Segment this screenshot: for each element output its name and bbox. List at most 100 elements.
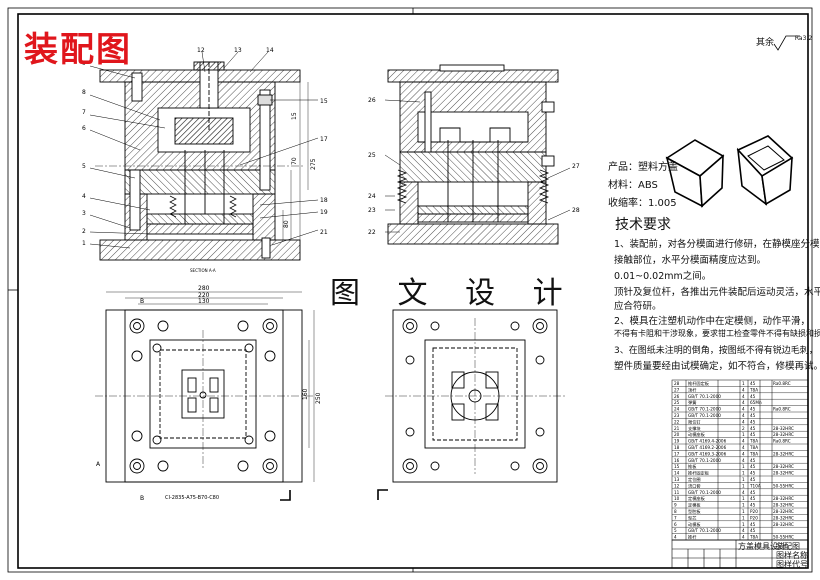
bom-qty: 1 bbox=[742, 509, 745, 514]
bom-material: T8A bbox=[749, 451, 758, 456]
bom-name: 动模座板 bbox=[688, 431, 706, 438]
plate-spec: CI-2835-A75-B70-C80 bbox=[165, 495, 219, 501]
tech-req-line-2: 接触部位，水平分模面精度应达到。 bbox=[614, 255, 767, 266]
bom-name: 定位圈 bbox=[688, 476, 701, 483]
balloon-17: 17 bbox=[320, 136, 328, 143]
bom-material: P20 bbox=[750, 515, 758, 520]
bom-no: 7 bbox=[674, 515, 677, 520]
bom-material: 45 bbox=[750, 471, 756, 476]
bom-name: 定模板 bbox=[688, 502, 701, 509]
bom-note: Ra0.8RC bbox=[773, 407, 791, 412]
tech-req-line-7: 不得有卡阻和干涉现象，要求钳工检查零件不得有缺损和损伤。 bbox=[614, 329, 820, 338]
bom-name: 顶杆 bbox=[688, 386, 697, 393]
bom-no: 13 bbox=[674, 477, 680, 482]
bom-note: 28-32HRC bbox=[773, 522, 794, 527]
bom-no: 6 bbox=[674, 522, 677, 527]
bom-qty: 1 bbox=[742, 477, 745, 482]
part-isometric-views bbox=[665, 135, 794, 208]
bom-note: 28-32HRC bbox=[773, 496, 794, 501]
bom-name: GB/T 70.1-2000 bbox=[688, 413, 721, 418]
bom-qty: 2 bbox=[742, 426, 745, 431]
bom-qty: 1 bbox=[742, 381, 745, 386]
tech-req-line-6: 2、模具在注塑机动作中在定模侧，动作平滑， bbox=[614, 316, 811, 327]
bom-no: 10 bbox=[674, 496, 680, 501]
bom-name: 型芯 bbox=[688, 514, 696, 520]
balloon-7: 7 bbox=[82, 109, 86, 116]
bom-material: 45 bbox=[750, 503, 756, 508]
title-block-sheet: 图样名称 bbox=[776, 551, 808, 560]
bom-material: 65Mn bbox=[750, 400, 762, 405]
tech-req-line-8: 3、在图纸未注明的倒角，按图纸不得有锐边毛刺， bbox=[614, 346, 818, 356]
balloon-18: 18 bbox=[320, 197, 328, 204]
bom-material: 45 bbox=[750, 394, 756, 399]
bom-material: 45 bbox=[750, 426, 756, 431]
assembly-stamp: 装配图 bbox=[24, 30, 132, 70]
bom-name: GB/T 70.1-2000 bbox=[688, 458, 721, 463]
bom-no: 25 bbox=[674, 400, 680, 405]
product-name: 产品：塑料方盖 bbox=[608, 162, 678, 173]
bom-name: 动模板 bbox=[688, 521, 701, 528]
bom-no: 21 bbox=[674, 426, 680, 431]
dim-160: 160 bbox=[302, 388, 309, 400]
balloon-26: 26 bbox=[368, 97, 376, 104]
balloon-4: 4 bbox=[82, 193, 86, 200]
bom-name: 浇口套 bbox=[688, 482, 701, 489]
tech-req-title: 技术要求 bbox=[615, 217, 671, 233]
bom-material: T8A bbox=[749, 445, 758, 450]
bom-name: 弹簧 bbox=[688, 399, 696, 406]
bom-qty: 4 bbox=[742, 445, 745, 450]
bom-no: 22 bbox=[674, 419, 680, 424]
balloon-3: 3 bbox=[82, 210, 86, 217]
bom-material: 45 bbox=[750, 477, 756, 482]
bom-note: 28-32HRC bbox=[773, 509, 794, 514]
bom-material: 45 bbox=[750, 381, 756, 386]
bom-qty: 4 bbox=[742, 419, 745, 424]
balloon-leaders-left bbox=[89, 51, 571, 249]
bom-no: 5 bbox=[674, 528, 677, 533]
balloon-8: 8 bbox=[82, 89, 86, 96]
roughness-note: 其余 Ra3.2 bbox=[756, 35, 812, 48]
balloon-numbers-right: 26 25 24 23 22 27 28 bbox=[368, 97, 580, 236]
bom-no: 16 bbox=[674, 458, 680, 463]
roughness-value: Ra3.2 bbox=[794, 35, 813, 42]
bom-no: 26 bbox=[674, 394, 680, 399]
side-section-view bbox=[387, 64, 559, 245]
balloon-14: 14 bbox=[266, 47, 274, 54]
bom-note: Ra0.8RC bbox=[773, 439, 791, 444]
bom-no: 15 bbox=[674, 464, 680, 469]
title-block bbox=[671, 539, 809, 569]
balloon-numbers-left: 9 8 7 6 5 4 3 2 1 12 13 14 15 17 18 19 2… bbox=[82, 47, 328, 247]
bom-no: 19 bbox=[674, 439, 680, 444]
bom-material: 45 bbox=[750, 522, 756, 527]
roughness-label: 其余 bbox=[756, 38, 775, 48]
bom-name: 推杆固定板 bbox=[688, 470, 710, 477]
plan-dimensions: 280 220 130 250 160 B B A CI-2835-A75-B7… bbox=[96, 285, 322, 502]
bom-name: 支撑块 bbox=[688, 425, 701, 432]
sheet-frame bbox=[7, 7, 813, 573]
bom-note: 28-32HRC bbox=[773, 432, 794, 437]
bom-qty: 1 bbox=[742, 496, 745, 501]
tech-req-line-1: 1、装配前，对各分模面进行修研，在静模座分模面 bbox=[614, 239, 820, 250]
balloon-22: 22 bbox=[368, 229, 376, 236]
bom-name: 推杆 bbox=[688, 534, 697, 541]
balloon-23: 23 bbox=[368, 207, 376, 214]
bom-material: 45 bbox=[750, 432, 756, 437]
dim-15: 15 bbox=[291, 112, 298, 120]
balloon-19: 19 bbox=[320, 209, 328, 216]
bom-no: 14 bbox=[674, 471, 680, 476]
dim-250: 250 bbox=[315, 392, 322, 404]
balloon-2: 2 bbox=[82, 228, 86, 235]
bom-qty: 4 bbox=[742, 439, 745, 444]
bom-qty: 1 bbox=[742, 522, 745, 527]
bom-name: 限位钉 bbox=[688, 418, 701, 425]
bom-material: 45 bbox=[750, 490, 756, 495]
bom-material: 45 bbox=[750, 407, 756, 412]
bom-qty: 1 bbox=[742, 515, 745, 520]
bom-name: 定模座板 bbox=[688, 495, 706, 502]
bom-qty: 1 bbox=[742, 471, 745, 476]
bom-no: 27 bbox=[674, 387, 680, 392]
bom-no: 9 bbox=[674, 503, 677, 508]
